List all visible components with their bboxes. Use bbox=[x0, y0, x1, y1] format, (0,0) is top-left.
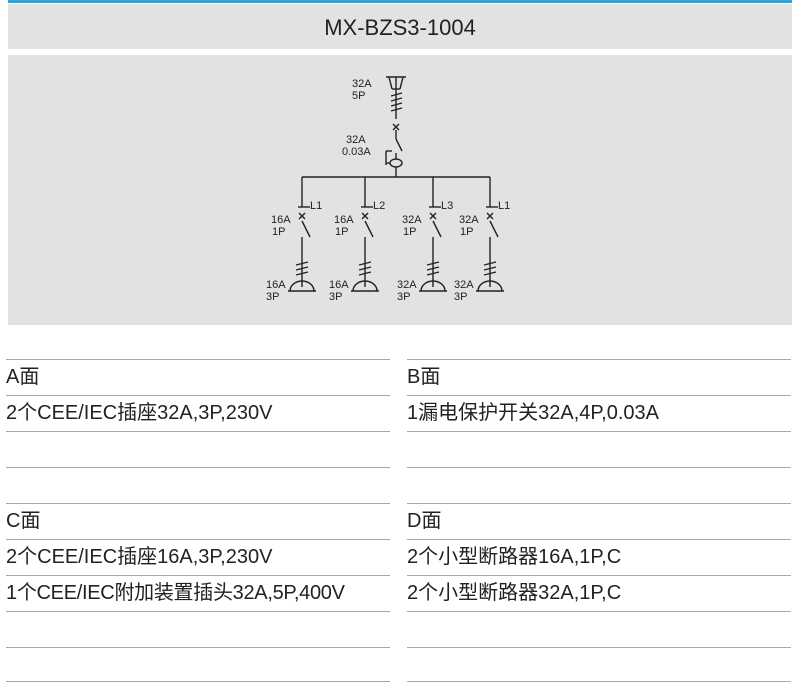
face-b-row-1: 1漏电保护开关32A,4P,0.03A bbox=[407, 402, 659, 424]
wiring-schematic: 32A 5P 32A 0.03A L1 L2 L3 L1 16A 1P 16A … bbox=[266, 76, 510, 303]
main-switch-current: 32A bbox=[352, 78, 372, 90]
breaker-1-poles: 1P bbox=[272, 226, 285, 238]
socket-2-poles: 3P bbox=[329, 291, 342, 303]
socket-3-poles: 3P bbox=[397, 291, 410, 303]
socket-4-current: 32A bbox=[454, 279, 474, 291]
main-plug-symbol bbox=[386, 76, 406, 139]
socket-4-poles: 3P bbox=[454, 291, 467, 303]
face-b-row-2 bbox=[407, 434, 791, 464]
face-d-row-2: 2个小型断路器32A,1P,C bbox=[407, 582, 622, 604]
wiring-diagram: 32A 5P 32A 0.03A L1 L2 L3 L1 16A 1P 16A … bbox=[8, 55, 792, 325]
header-accent-line bbox=[8, 0, 792, 3]
face-a-title: A面 bbox=[6, 366, 40, 388]
face-c-row-2: 1个CEE/IEC附加装置插头32A,5P,400V bbox=[6, 582, 345, 604]
socket-1-current: 16A bbox=[266, 279, 286, 291]
product-model-title: MX-BZS3-1004 bbox=[324, 15, 476, 40]
breaker-3-current: 32A bbox=[402, 214, 422, 226]
branch-4 bbox=[476, 177, 504, 292]
face-c-title: C面 bbox=[6, 510, 41, 532]
face-a-row-2 bbox=[6, 434, 390, 464]
face-d-row-1: 2个小型断路器16A,1P,C bbox=[407, 546, 622, 568]
socket-3-current: 32A bbox=[397, 279, 417, 291]
rcd-current: 32A bbox=[346, 134, 366, 146]
socket-1-poles: 3P bbox=[266, 291, 279, 303]
face-a-row-1: 2个CEE/IEC插座32A,3P,230V bbox=[6, 402, 273, 424]
rcd-symbol bbox=[385, 138, 403, 177]
breaker-4-poles: 1P bbox=[460, 226, 473, 238]
breaker-2-phase: L2 bbox=[373, 200, 385, 212]
breaker-2-poles: 1P bbox=[335, 226, 348, 238]
branch-1 bbox=[288, 177, 316, 292]
breaker-3-phase: L3 bbox=[441, 200, 453, 212]
breaker-2-current: 16A bbox=[334, 214, 354, 226]
breaker-4-current: 32A bbox=[459, 214, 479, 226]
rcd-sensitivity: 0.03A bbox=[342, 146, 371, 158]
face-b-title: B面 bbox=[407, 366, 441, 388]
face-c-row-1: 2个CEE/IEC插座16A,3P,230V bbox=[6, 546, 273, 568]
branch-3 bbox=[419, 177, 447, 292]
breaker-4-phase: L1 bbox=[498, 200, 510, 212]
breaker-1-phase: L1 bbox=[310, 200, 322, 212]
branch-2 bbox=[351, 177, 379, 292]
main-switch-poles: 5P bbox=[352, 90, 365, 102]
face-d-row-3 bbox=[407, 614, 791, 644]
face-d-title: D面 bbox=[407, 510, 442, 532]
breaker-1-current: 16A bbox=[271, 214, 291, 226]
socket-2-current: 16A bbox=[329, 279, 349, 291]
face-c-row-3 bbox=[6, 614, 390, 644]
header-bar: MX-BZS3-1004 bbox=[8, 4, 792, 49]
breaker-3-poles: 1P bbox=[403, 226, 416, 238]
